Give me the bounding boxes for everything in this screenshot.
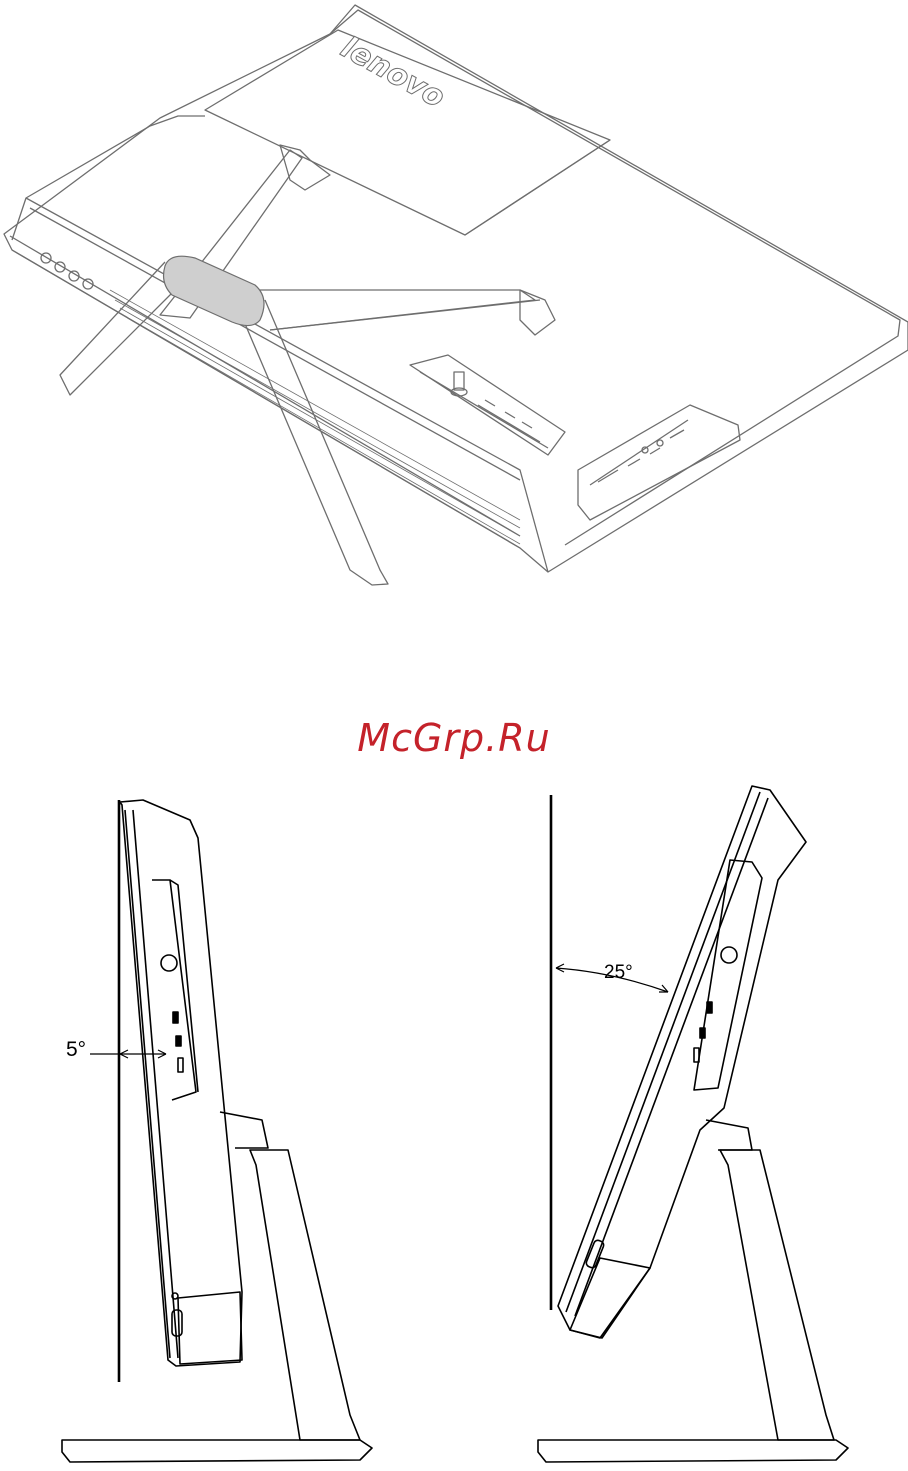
tilt-view-25 — [538, 786, 848, 1462]
rear-view-computer — [4, 5, 908, 585]
watermark: McGrp.Ru — [0, 708, 908, 768]
tilt-angle-25-label: 25° — [604, 962, 633, 984]
tilt-angle-5-label: 5° — [66, 1038, 86, 1062]
tilt-view-5 — [62, 800, 372, 1462]
stand-grip — [164, 256, 264, 325]
watermark-text: McGrp.Ru — [357, 716, 550, 760]
